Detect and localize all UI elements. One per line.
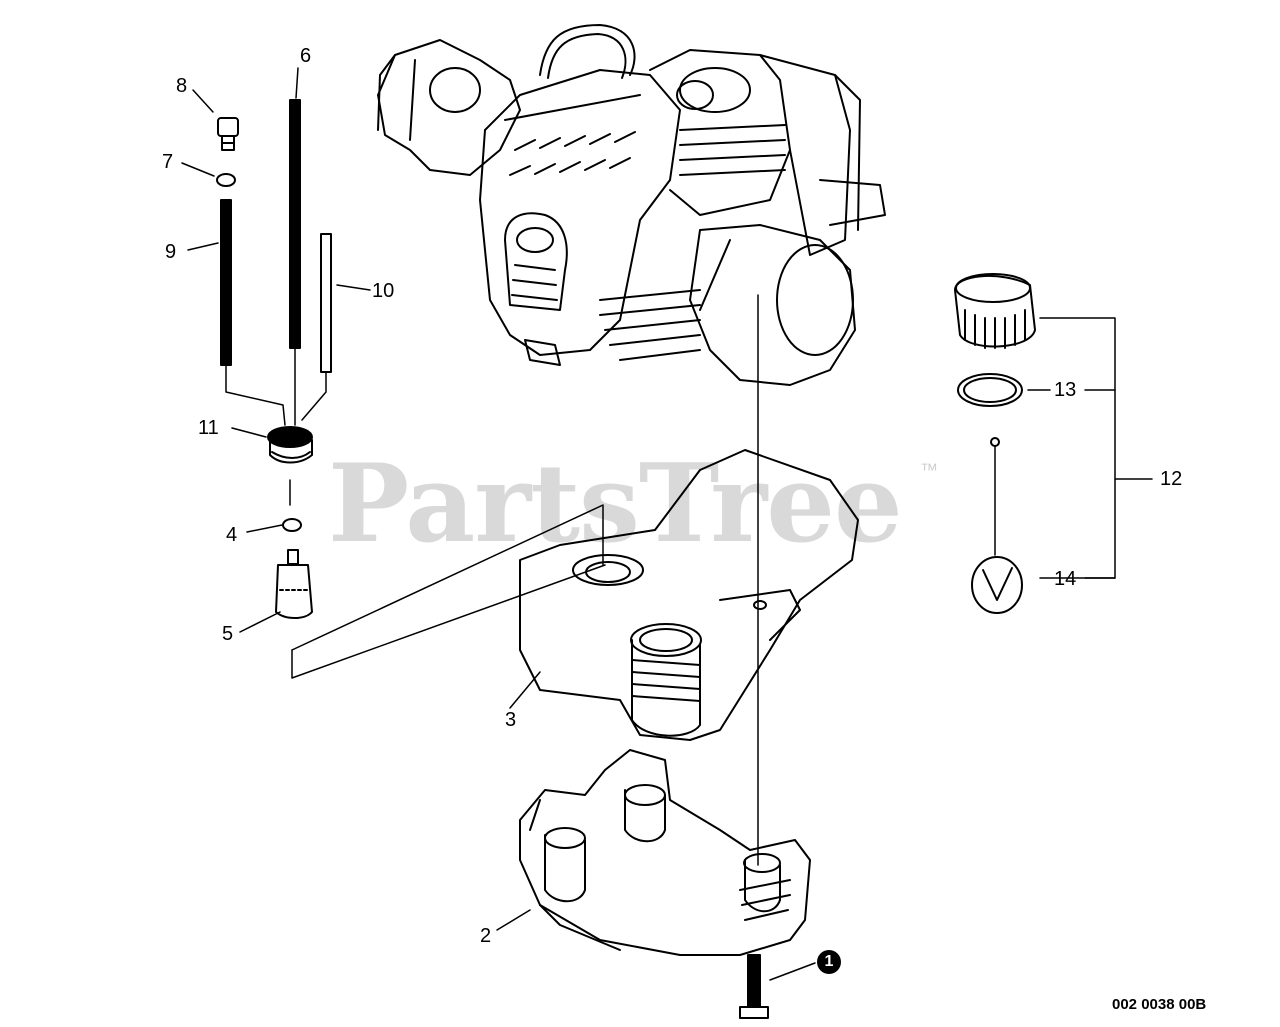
callout-1-badge: 1: [817, 950, 841, 974]
callout-5: 5: [222, 623, 234, 645]
part-5-filter: [239, 549, 313, 633]
part-10-return-pipe: [320, 233, 332, 373]
callout-12: 12: [1160, 468, 1183, 490]
part-2-protector: [496, 749, 811, 956]
callout-9: 9: [165, 241, 177, 263]
part-8-vent: [192, 89, 239, 151]
part-11-grommet: [231, 426, 313, 464]
part-13-gasket: [957, 373, 1023, 407]
part-4-ring: [282, 518, 302, 532]
callout-6: 6: [300, 45, 312, 67]
engine-assembly: [377, 24, 886, 601]
trademark-symbol: ™: [920, 460, 938, 480]
part-9-vent-pipe: [220, 199, 232, 366]
part-12-fuel-cap: [954, 273, 1036, 349]
part-7-oring: [216, 173, 236, 187]
part-3-fuel-tank: [509, 449, 859, 741]
callout-7: 7: [162, 151, 174, 173]
drawing-code: 002 0038 00B: [1112, 996, 1207, 1013]
callout-4: 4: [226, 524, 238, 546]
callout-10: 10: [372, 280, 395, 302]
callout-3: 3: [505, 709, 517, 731]
part-14-strainer: [971, 437, 1023, 614]
part-6-fuel-pipe: [289, 99, 301, 349]
callout-13: 13: [1054, 379, 1077, 401]
callout-8: 8: [176, 75, 188, 97]
callout-14: 14: [1054, 568, 1077, 590]
part-1-bolt: [739, 954, 816, 1019]
watermark-text: PartsTree: [328, 441, 903, 567]
callout-2: 2: [480, 925, 492, 947]
callout-11: 11: [198, 417, 219, 439]
